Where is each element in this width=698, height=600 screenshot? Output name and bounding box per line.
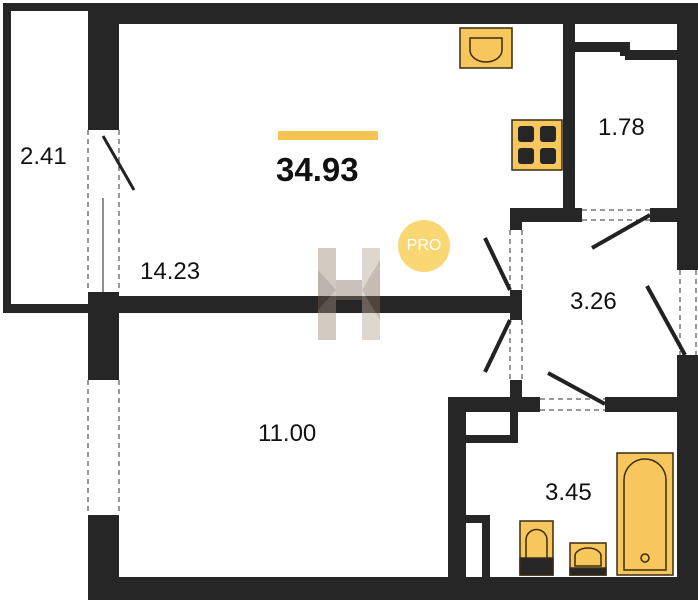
room-area-bathroom: 3.45 (545, 479, 592, 506)
total-area: 34.93 (276, 151, 359, 188)
doors (101, 135, 687, 406)
pro-badge: PRO (398, 220, 450, 272)
room-area-balcony: 2.41 (20, 143, 67, 170)
accent-bar (278, 131, 378, 140)
room-area-bedroom: 11.00 (258, 420, 317, 447)
walls (3, 3, 698, 600)
room-area-hallway: 3.26 (570, 288, 617, 315)
fixtures (459, 27, 674, 576)
logo-watermark (318, 248, 380, 340)
room-area-toilet: 1.78 (598, 114, 645, 141)
windows (87, 130, 697, 515)
kitchen-sink-icon (459, 27, 513, 69)
room-area-kitchen-living: 14.23 (140, 258, 201, 285)
